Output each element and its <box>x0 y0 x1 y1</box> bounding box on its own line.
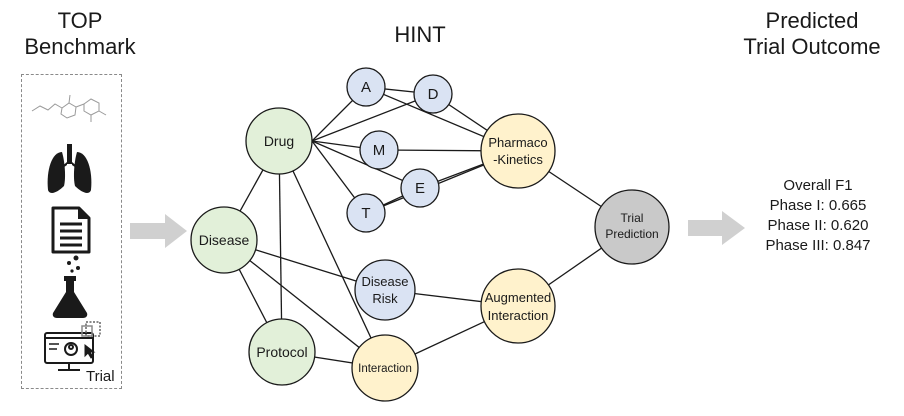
node-m: M <box>359 130 399 170</box>
svg-text:Risk: Risk <box>372 291 398 306</box>
lungs-icon <box>47 144 92 193</box>
f1-results: Overall F1 Phase I: 0.665 Phase II: 0.62… <box>748 176 888 256</box>
node-augmented-interaction: Augmented Interaction <box>480 268 556 344</box>
svg-text:Protocol: Protocol <box>256 344 307 360</box>
document-icon <box>51 206 91 254</box>
svg-text:Pharmaco: Pharmaco <box>488 135 547 150</box>
svg-text:Disease: Disease <box>199 232 250 248</box>
svg-text:E: E <box>415 180 425 197</box>
hint-heading: HINT <box>394 22 446 47</box>
node-d: D <box>413 74 453 114</box>
svg-text:Interaction: Interaction <box>488 308 549 323</box>
computer-icon <box>44 321 101 371</box>
svg-text:Augmented: Augmented <box>485 290 552 305</box>
node-drug: Drug <box>245 107 313 175</box>
svg-text:A: A <box>361 79 371 96</box>
results-title: Overall F1 <box>783 177 853 194</box>
svg-text:D: D <box>428 86 439 103</box>
molecule-icon <box>31 94 107 122</box>
node-a: A <box>346 67 386 107</box>
trial-label: Trial <box>86 368 115 385</box>
results-phase1: Phase I: 0.665 <box>769 197 867 214</box>
node-disease-risk: Disease Risk <box>354 259 416 321</box>
results-phase2: Phase II: 0.620 <box>767 217 869 234</box>
svg-text:Prediction: Prediction <box>605 227 658 241</box>
node-protocol: Protocol <box>248 318 316 386</box>
svg-text:Interaction: Interaction <box>358 363 412 375</box>
results-phase3: Phase III: 0.847 <box>765 237 871 254</box>
svg-text:M: M <box>373 142 386 159</box>
output-flow-arrow <box>688 211 745 245</box>
node-trial-prediction: Trial Prediction <box>594 189 670 265</box>
node-t: T <box>346 193 386 233</box>
node-interaction: Interaction <box>351 334 419 402</box>
svg-text:-Kinetics: -Kinetics <box>493 152 543 167</box>
node-pharmacokinetics: Pharmaco -Kinetics <box>480 113 556 189</box>
node-disease: Disease <box>190 206 258 274</box>
flask-icon <box>52 255 88 318</box>
predicted-outcome-heading: Predicted Trial Outcome <box>743 8 881 59</box>
benchmark-box <box>21 74 122 389</box>
input-flow-arrow <box>130 214 187 248</box>
node-e: E <box>400 168 440 208</box>
svg-text:Disease: Disease <box>362 274 409 289</box>
svg-text:Drug: Drug <box>264 133 294 149</box>
top-benchmark-heading: TOP Benchmark <box>24 8 136 59</box>
svg-text:T: T <box>361 205 370 222</box>
svg-text:Trial: Trial <box>621 211 644 225</box>
